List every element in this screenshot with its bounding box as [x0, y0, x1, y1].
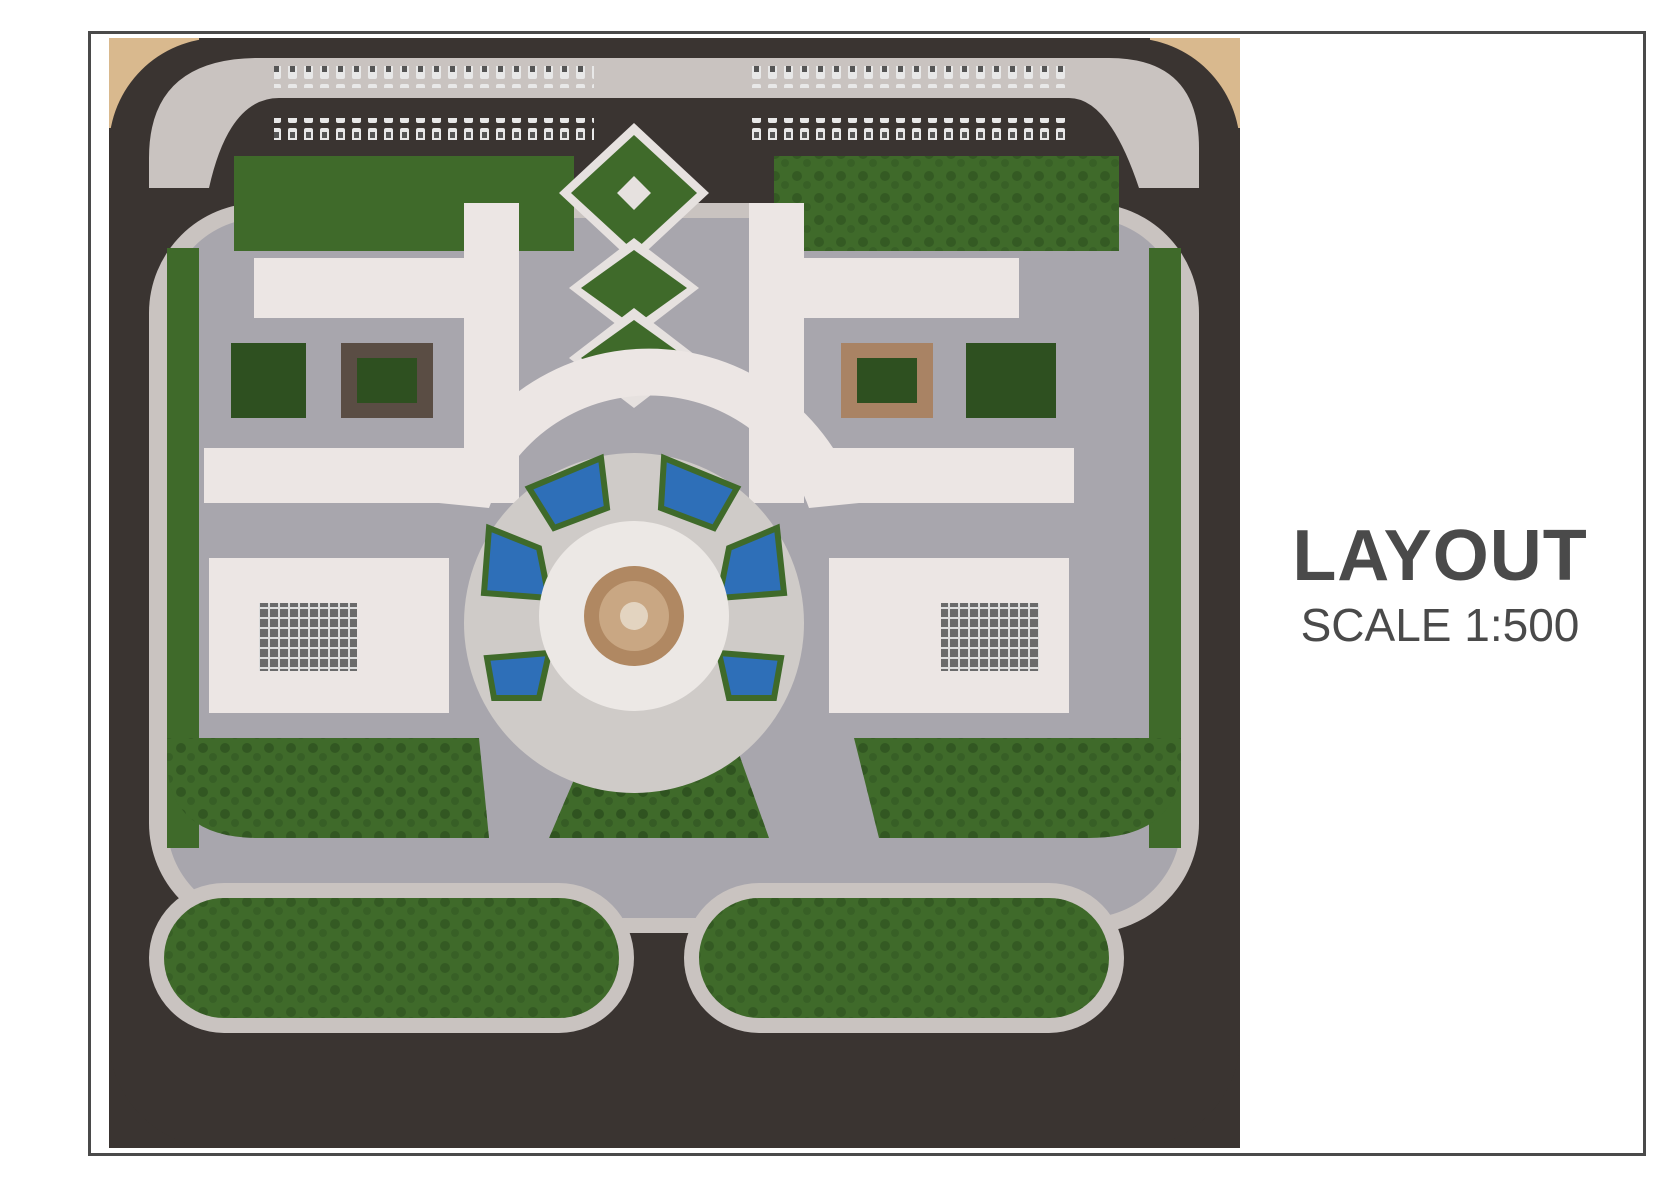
title-block: LAYOUT SCALE 1:500	[1240, 520, 1640, 648]
skylight-left	[259, 603, 357, 671]
lawn-right-pocket	[966, 343, 1056, 418]
parking-row-top-left	[274, 66, 594, 88]
reflecting-pools	[480, 453, 788, 701]
skylight-right	[941, 603, 1039, 671]
parking-row-mid-right	[749, 118, 1069, 140]
site-plan-svg	[109, 38, 1240, 1148]
lawn-top-left	[234, 156, 574, 251]
sidewalk-ring	[149, 58, 1199, 188]
parking-row-top-right	[749, 66, 1069, 88]
sheet-title: LAYOUT	[1292, 516, 1588, 596]
parking-row-mid-left	[274, 118, 594, 140]
site-plan-render	[109, 38, 1240, 1148]
lawn-left-pocket	[231, 343, 306, 418]
scale-label: SCALE 1:500	[1300, 599, 1580, 651]
